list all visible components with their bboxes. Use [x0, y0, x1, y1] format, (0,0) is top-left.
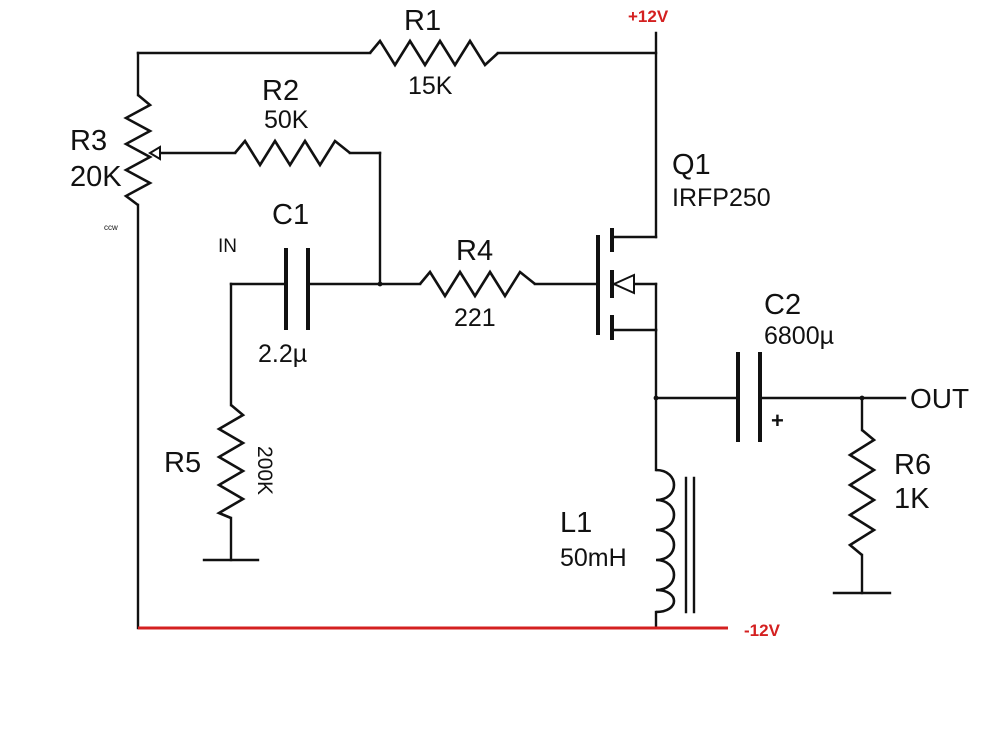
r5-value: 200K	[253, 446, 276, 495]
r2-value: 50K	[264, 106, 309, 134]
wires	[136, 31, 907, 630]
resistor-r5: R5 200K	[164, 404, 276, 520]
l1-value: 50mH	[560, 544, 627, 572]
q1-part: IRFP250	[672, 184, 771, 212]
r3-value: 20K	[70, 161, 122, 193]
inductor-l1: L1 50mH	[560, 468, 696, 614]
mosfet-q1: Q1 IRFP250	[596, 149, 771, 340]
r1-value: 15K	[408, 72, 453, 100]
junction-dot	[859, 395, 865, 401]
negative-rail-label: -12V	[744, 621, 781, 640]
r6-ref: R6	[894, 449, 931, 481]
capacitor-c2: C2 6800µ +	[736, 289, 834, 442]
c1-value: 2.2µ	[258, 340, 307, 368]
wiper-arrow-icon	[148, 145, 161, 161]
l1-ref: L1	[560, 507, 592, 539]
r4-value: 221	[454, 304, 496, 332]
c2-ref: C2	[764, 289, 801, 321]
output-terminal-label: OUT	[910, 383, 969, 414]
c2-value: 6800µ	[764, 322, 834, 350]
r4-ref: R4	[456, 235, 493, 267]
r5-ref: R5	[164, 447, 201, 479]
r3-ref: R3	[70, 125, 107, 157]
input-terminal-label: IN	[218, 236, 237, 257]
positive-rail-label: +12V	[628, 7, 669, 26]
resistor-r4: R4 221	[419, 235, 536, 332]
resistor-r6: R6 1K	[847, 429, 931, 556]
r6-value: 1K	[894, 483, 930, 515]
q1-ref: Q1	[672, 149, 711, 181]
resistor-r2: R2 50K	[234, 75, 351, 168]
potentiometer-r3: R3 20K ccw	[70, 94, 161, 232]
c1-ref: C1	[272, 199, 309, 231]
junction-dot	[653, 395, 659, 401]
r3-note: ccw	[104, 223, 118, 232]
r1-ref: R1	[404, 5, 441, 37]
body-arrow-icon	[611, 273, 635, 295]
r2-ref: R2	[262, 75, 299, 107]
resistor-r1: R1 15K	[369, 5, 499, 100]
c2-polarity: +	[771, 408, 784, 433]
capacitor-c1: C1 2.2µ	[258, 199, 310, 368]
junction-dot	[377, 281, 383, 287]
